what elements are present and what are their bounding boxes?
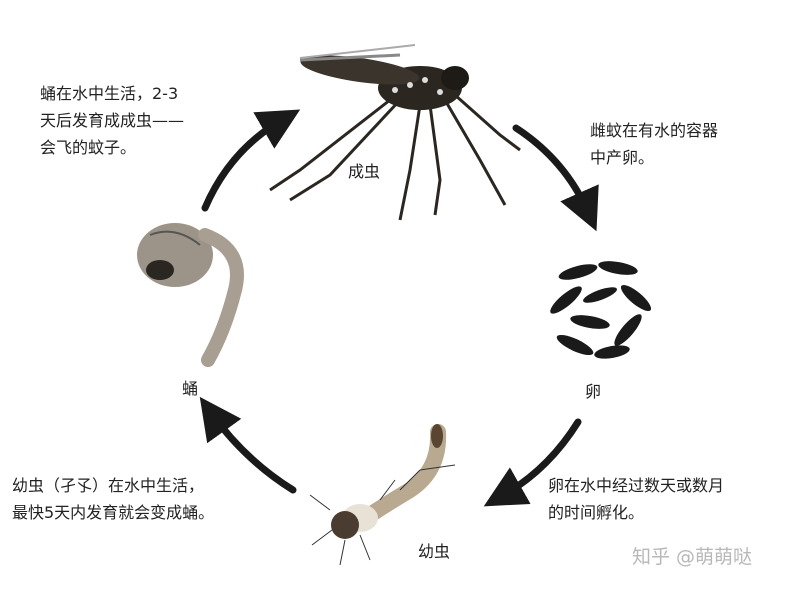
- caption-line: 的时间孵化。: [548, 503, 645, 522]
- larva-illustration: [309, 424, 456, 566]
- caption-line: 会飞的蚊子。: [40, 138, 137, 157]
- pupa-illustration: [137, 223, 244, 367]
- caption-line: 天后发育成成虫——: [40, 111, 185, 130]
- caption-line: 蛹在水中生活，2-3: [40, 84, 179, 103]
- arrow-adult-to-egg: [512, 124, 599, 232]
- caption-line: 幼虫（孑孓）在水中生活，: [12, 476, 205, 495]
- pupa-label: 蛹: [182, 379, 199, 398]
- caption-line: 最快5天内发育就会变成蛹。: [12, 503, 215, 522]
- eggs-illustration: [550, 261, 652, 359]
- egg-caption: 卵在水中经过数天或数月 的时间孵化。: [548, 472, 724, 526]
- larva-label: 幼虫: [418, 542, 451, 561]
- caption-line: 雌蚊在有水的容器: [590, 121, 719, 140]
- watermark: 知乎 @萌萌哒: [632, 546, 753, 568]
- arrow-egg-to-larva: [483, 418, 582, 507]
- larva-caption: 幼虫（孑孓）在水中生活， 最快5天内发育就会变成蛹。: [12, 472, 214, 526]
- arrow-pupa-to-adult: [201, 109, 301, 212]
- adult-label: 成虫: [348, 162, 381, 181]
- egg-label: 卵: [585, 382, 602, 401]
- adult-mosquito-illustration: [269, 44, 521, 221]
- caption-line: 中产卵。: [590, 148, 655, 167]
- arrow-larva-to-pupa: [199, 396, 297, 494]
- pupa-caption: 蛹在水中生活，2-3 天后发育成成虫—— 会飞的蚊子。: [40, 80, 184, 161]
- adult-caption: 雌蚊在有水的容器 中产卵。: [590, 117, 718, 171]
- caption-line: 卵在水中经过数天或数月: [548, 476, 725, 495]
